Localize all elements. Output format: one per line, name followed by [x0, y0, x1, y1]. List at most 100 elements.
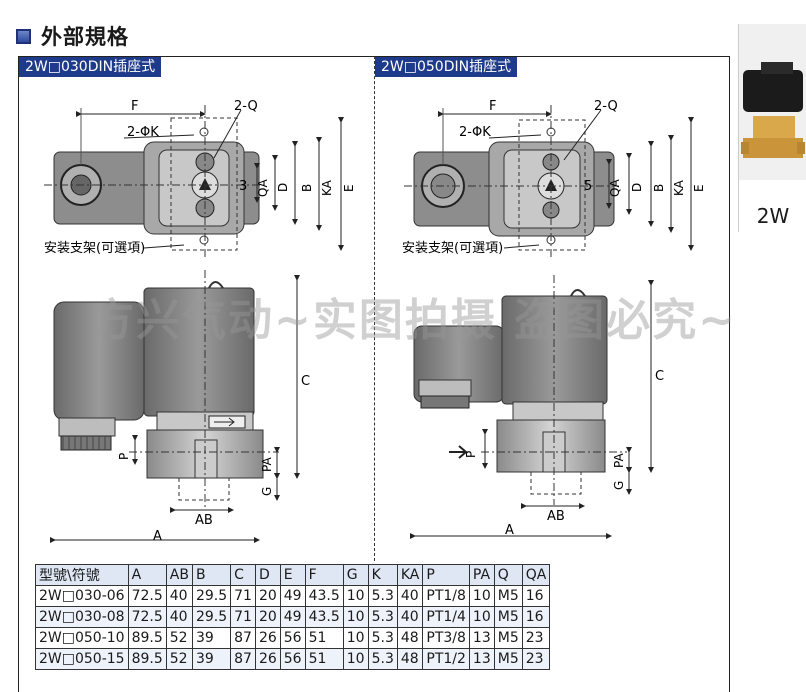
left-dim-B: B — [300, 184, 314, 192]
right-dim-C: C — [655, 369, 664, 384]
technical-drawing: F 2-Q 2-ΦK 3 QA D B KA E 安装支架(可選項) F 2-Q… — [44, 99, 706, 544]
table-cell: 26 — [254, 627, 281, 649]
valve-photo — [739, 24, 806, 180]
right-dim-G: G — [612, 481, 626, 490]
right-dim-A: A — [505, 523, 514, 538]
table-cell: 2W□050-15 — [35, 648, 129, 670]
table-header-cell: D — [254, 564, 281, 586]
table-cell: 10 — [342, 627, 369, 649]
right-dim-D: D — [630, 183, 644, 192]
table-cell: 40 — [396, 606, 424, 628]
table-cell: PT3/8 — [422, 627, 470, 649]
table-cell: 5.3 — [367, 627, 398, 649]
table-header-cell: C — [230, 564, 256, 586]
series-label: 2W — [756, 204, 790, 228]
table-cell: 10 — [342, 585, 369, 607]
left-dim-F: F — [131, 99, 138, 114]
left-dim-2Q: 2-Q — [234, 99, 258, 114]
table-cell: 51 — [304, 648, 344, 670]
table-cell: 29.5 — [191, 585, 232, 607]
table-cell: 48 — [396, 648, 424, 670]
left-top-view — [44, 105, 344, 260]
table-cell: PT1/8 — [422, 585, 470, 607]
table-cell: 89.5 — [127, 648, 167, 670]
table-cell: 56 — [279, 648, 306, 670]
table-header-cell: A — [127, 564, 167, 586]
table-cell: 2W□030-06 — [35, 585, 129, 607]
table-cell: M5 — [493, 585, 523, 607]
left-dim-G: G — [260, 487, 274, 496]
table-cell: 13 — [468, 648, 495, 670]
table-cell: 49 — [279, 585, 306, 607]
table-cell: 72.5 — [127, 606, 167, 628]
center-divider — [374, 56, 375, 561]
right-dim-B: B — [652, 184, 666, 192]
right-bracket-label: 安装支架(可選項) — [402, 241, 503, 256]
left-front-view — [50, 270, 300, 543]
right-dim-P: P — [464, 451, 478, 458]
table-cell: PT1/2 — [422, 648, 470, 670]
table-cell: 48 — [396, 627, 424, 649]
table-cell: 26 — [254, 648, 281, 670]
table-cell: 52 — [165, 648, 193, 670]
right-top-view — [404, 105, 694, 260]
table-cell: 71 — [230, 606, 256, 628]
table-cell: 39 — [191, 627, 232, 649]
table-cell: 40 — [165, 606, 193, 628]
table-cell: 23 — [521, 627, 551, 649]
table-cell: 87 — [230, 627, 256, 649]
table-header-cell: 型號\符號 — [35, 564, 129, 586]
table-cell: 13 — [468, 627, 495, 649]
table-cell: 2W□030-08 — [35, 606, 129, 628]
left-dim-E: E — [342, 184, 356, 192]
left-dim-2PK: 2-ΦK — [127, 125, 159, 140]
section-header: 外部規格 — [16, 22, 129, 50]
right-dim-AB: AB — [547, 509, 565, 524]
table-cell: M5 — [493, 648, 523, 670]
table-header-cell: E — [279, 564, 306, 586]
section-title: 外部規格 — [41, 25, 129, 49]
table-header-cell: F — [304, 564, 344, 586]
table-cell: 51 — [304, 627, 344, 649]
table-header-cell: AB — [165, 564, 193, 586]
left-dim-A: A — [153, 529, 162, 544]
right-dim-E: E — [692, 184, 706, 192]
table-cell: 87 — [230, 648, 256, 670]
right-dim-2PK: 2-ΦK — [459, 125, 491, 140]
side-product-panel: 2W — [738, 24, 806, 232]
table-cell: 72.5 — [127, 585, 167, 607]
table-cell: 5.3 — [367, 585, 398, 607]
right-dim-PA: PA — [612, 453, 626, 468]
table-cell: 43.5 — [304, 585, 344, 607]
table-header-cell: P — [422, 564, 470, 586]
table-cell: 10 — [468, 585, 495, 607]
table-cell: 2W□050-10 — [35, 627, 129, 649]
table-cell: M5 — [493, 606, 523, 628]
table-cell: 39 — [191, 648, 232, 670]
table-cell: 10 — [342, 648, 369, 670]
left-dim-PA: PA — [260, 457, 274, 472]
table-header-cell: PA — [468, 564, 495, 586]
table-cell: 23 — [521, 648, 551, 670]
table-cell: 20 — [254, 585, 281, 607]
left-dim-KA: KA — [320, 179, 334, 196]
table-cell: M5 — [493, 627, 523, 649]
right-dim-QA: QA — [608, 179, 622, 197]
table-header-cell: QA — [521, 564, 551, 586]
watermark-text: 方兴气动~实图拍摄 盗图必究~ — [90, 295, 738, 346]
bullet-square-icon — [16, 28, 31, 44]
table-cell: 10 — [468, 606, 495, 628]
left-num-label: 3 — [239, 179, 247, 194]
right-model-tag: 2W□050DIN插座式 — [375, 57, 518, 77]
left-dim-QA: QA — [256, 179, 270, 197]
table-cell: 40 — [165, 585, 193, 607]
table-cell: 29.5 — [191, 606, 232, 628]
left-dim-P: P — [117, 453, 131, 460]
